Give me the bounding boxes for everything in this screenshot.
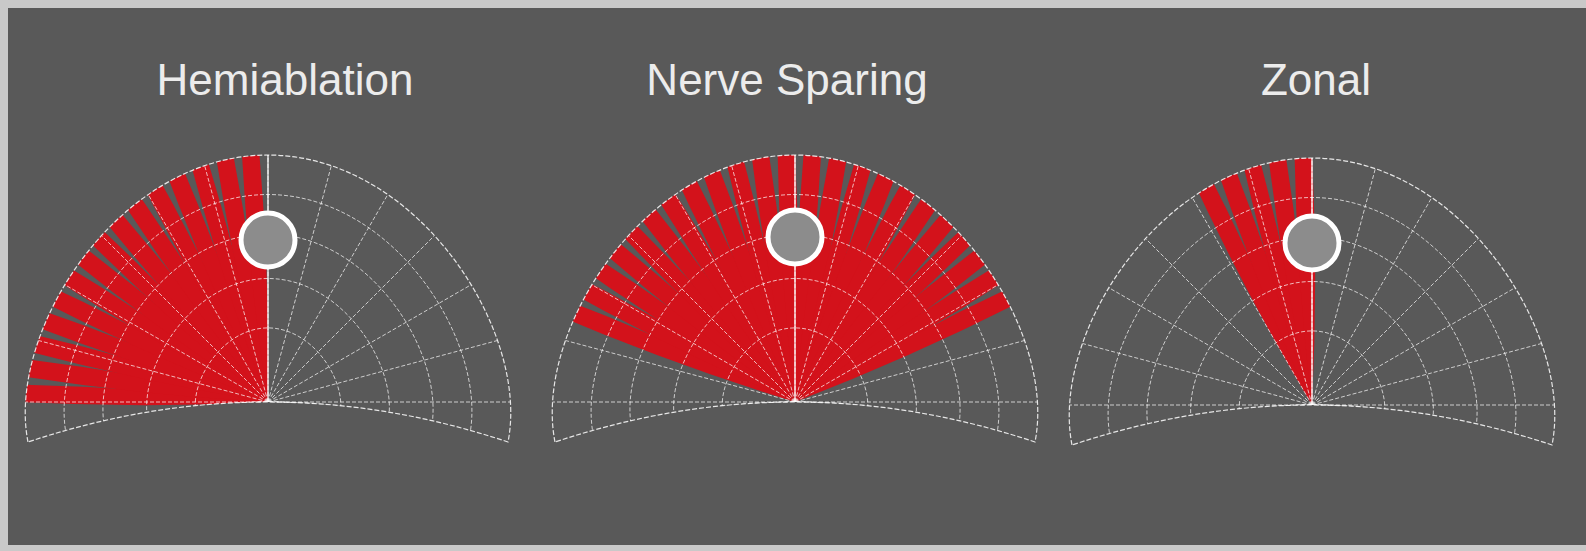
ablation-zone: [795, 179, 1151, 402]
panel-title: Hemiablation: [157, 55, 414, 105]
grid-line: [268, 105, 565, 402]
grid-line: [906, 296, 1312, 405]
ablation-zone: [795, 110, 1097, 402]
grid-line: [795, 105, 1092, 402]
grid-line: [1312, 108, 1586, 405]
panel-title: Zonal: [1261, 55, 1371, 105]
ablation-zone: [795, 218, 1172, 402]
grid-line: [795, 192, 1159, 402]
prostate-model: [892, 0, 1586, 445]
grid-line: [795, 402, 1215, 403]
prostate-outline: [25, 155, 511, 442]
grid-line: [1312, 405, 1586, 406]
ablation-zone: [795, 80, 1065, 402]
grid-line: [1311, 158, 1313, 405]
prostate-model: [375, 0, 1215, 442]
panel-title: Nerve Sparing: [646, 55, 927, 105]
grid-line: [892, 405, 1312, 406]
grid-line: [794, 155, 796, 402]
grid-line: [0, 293, 268, 402]
urethra: [1285, 216, 1339, 270]
grid-line: [0, 192, 268, 402]
grid-line: [1015, 108, 1312, 405]
grid-line: [498, 105, 795, 402]
grid-line: [431, 192, 795, 402]
prostate-outline: [1069, 158, 1555, 445]
grid-line: [0, 402, 268, 403]
grid-line: [389, 293, 795, 402]
ablation-zone: [795, 143, 1126, 402]
urethra: [768, 210, 822, 264]
prostate-outline: [552, 155, 1038, 442]
prostate-model: [0, 0, 688, 442]
grid-line: [267, 155, 269, 402]
grid-line: [375, 402, 795, 403]
grid-line: [268, 192, 632, 402]
grid-line: [948, 195, 1312, 405]
grid-line: [1312, 195, 1586, 405]
grid-line: [1312, 296, 1586, 405]
urethra: [241, 213, 295, 267]
